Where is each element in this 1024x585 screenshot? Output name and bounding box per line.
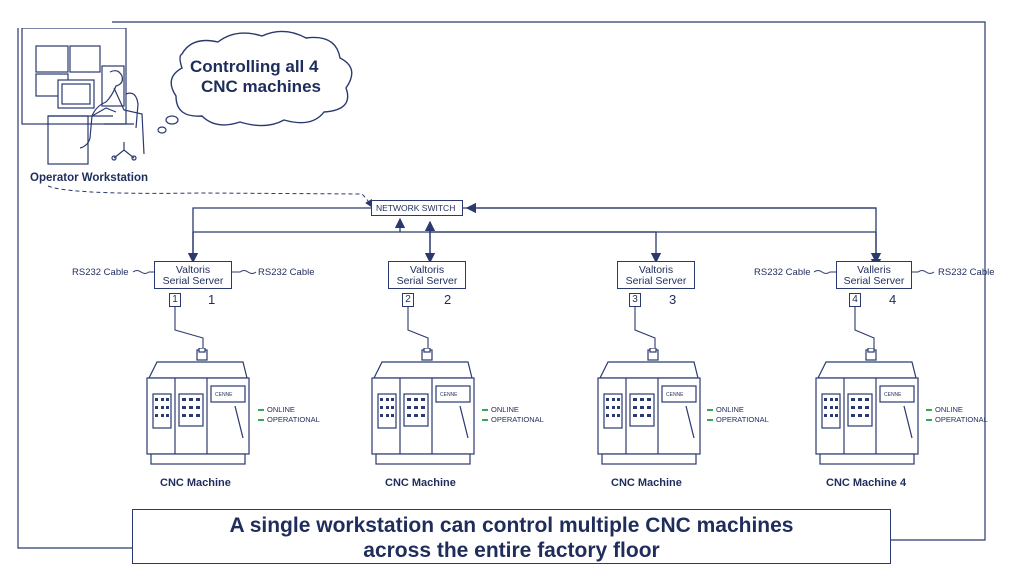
status-online: ONLINE xyxy=(267,405,295,414)
panel-text: CENNE xyxy=(884,392,902,398)
outer-frame xyxy=(17,21,986,549)
operator-label: Operator Workstation xyxy=(30,172,148,184)
status-1: ONLINE OPERATIONAL xyxy=(258,405,320,425)
status-online: ONLINE xyxy=(491,405,519,414)
port-3: 3 xyxy=(629,293,641,307)
server-number-4: 4 xyxy=(889,292,897,307)
rs232-label-2: RS232 Cable xyxy=(258,267,315,278)
status-operational: OPERATIONAL xyxy=(716,415,769,424)
machine-label-4: CNC Machine 4 xyxy=(826,477,907,489)
serial-server-1: Valtoris Serial Server xyxy=(154,261,232,289)
status-2: ONLINE OPERATIONAL xyxy=(482,405,544,425)
caption-line-2: across the entire factory floor xyxy=(363,539,660,562)
thought-bubble xyxy=(157,30,353,134)
server-type: Serial Server xyxy=(162,275,224,287)
server-type: Serial Server xyxy=(625,275,687,287)
panel-text: CENNE xyxy=(440,392,458,398)
rs232-label-3: RS232 Cable xyxy=(754,267,811,278)
status-online: ONLINE xyxy=(935,405,963,414)
network-switch-label: NETWORK SWITCH xyxy=(376,203,456,213)
status-operational: OPERATIONAL xyxy=(267,415,320,424)
caption-box: A single workstation can control multipl… xyxy=(132,509,891,564)
cnc-machine-1: CENNE xyxy=(146,348,250,465)
bus-top xyxy=(192,207,876,268)
caption-line-1: A single workstation can control multipl… xyxy=(229,514,794,537)
server-type: Serial Server xyxy=(396,275,458,287)
machine-label-2: CNC Machine xyxy=(385,477,456,489)
rs232-label-4: RS232 Cable xyxy=(938,267,995,278)
thought-line-2: CNC machines xyxy=(201,77,321,96)
cnc-machine-2: CENNE xyxy=(371,348,475,465)
panel-text: CENNE xyxy=(666,392,684,398)
server-name: Valleris xyxy=(857,264,891,276)
serial-server-2: Valtoris Serial Server xyxy=(388,261,466,289)
server-name: Valtoris xyxy=(175,264,211,276)
dashed-link xyxy=(47,185,373,208)
status-operational: OPERATIONAL xyxy=(935,415,988,424)
server-type: Serial Server xyxy=(843,275,905,287)
panel-text: CENNE xyxy=(215,392,233,398)
machine-label-3: CNC Machine xyxy=(611,477,682,489)
cnc-machine-3: CENNE xyxy=(597,348,701,465)
server-name: Valtoris xyxy=(409,264,445,276)
port-4: 4 xyxy=(849,293,861,307)
server-number-2: 2 xyxy=(444,292,452,307)
network-switch: NETWORK SWITCH xyxy=(371,200,463,216)
serial-server-3: Valtoris Serial Server xyxy=(617,261,695,289)
port-2: 2 xyxy=(402,293,414,307)
server-number-1: 1 xyxy=(208,292,216,307)
cnc-machine-4: CENNE xyxy=(815,348,919,465)
thought-line-1: Controlling all 4 xyxy=(190,57,319,76)
status-3: ONLINE OPERATIONAL xyxy=(707,405,769,425)
machine-label-1: CNC Machine xyxy=(160,477,231,489)
status-operational: OPERATIONAL xyxy=(491,415,544,424)
serial-server-4: Valleris Serial Server xyxy=(836,261,912,289)
server-name: Valtoris xyxy=(638,264,674,276)
port-1: 1 xyxy=(169,293,181,307)
operator-workstation-illustration xyxy=(21,28,145,165)
status-online: ONLINE xyxy=(716,405,744,414)
server-number-3: 3 xyxy=(669,292,677,307)
rs232-label-1: RS232 Cable xyxy=(72,267,129,278)
status-4: ONLINE OPERATIONAL xyxy=(926,405,988,425)
